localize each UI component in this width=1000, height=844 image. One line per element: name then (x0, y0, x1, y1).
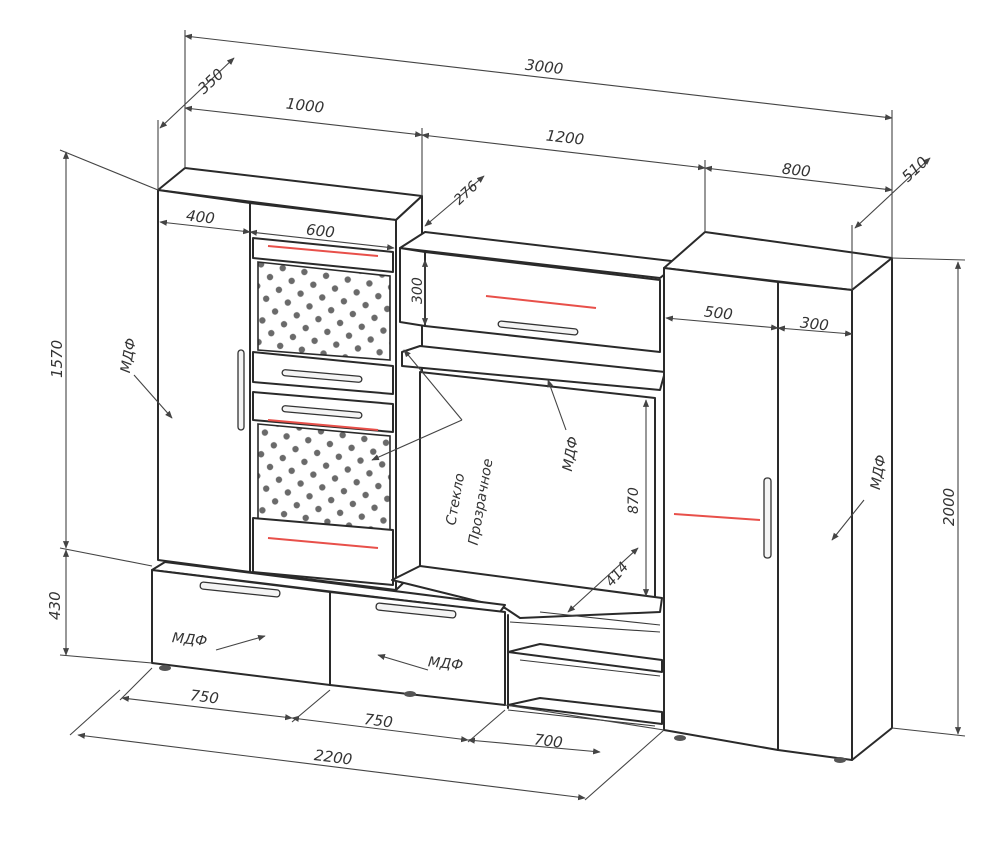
dim-500: 500 (703, 302, 734, 323)
mdf-label-niche: МДФ (560, 435, 582, 472)
right-door-handle (763, 477, 772, 559)
dimension-lines (59, 30, 966, 801)
open-shelf-1 (507, 643, 663, 673)
right-door-right (777, 281, 853, 761)
dim-300: 300 (799, 313, 830, 334)
dim-2000: 2000 (940, 488, 958, 526)
left-cabinet (157, 167, 423, 591)
top-module-side (399, 247, 426, 327)
dim-870: 870 (626, 487, 642, 514)
dim-350: 350 (194, 65, 227, 98)
right-cabinet-side (851, 257, 893, 761)
dim-400: 400 (185, 206, 216, 227)
base-drawers (151, 561, 506, 706)
mdf-label-left-door: МДФ (118, 337, 140, 374)
dim-1570: 1570 (48, 340, 66, 378)
dim-276: 276 (451, 178, 482, 208)
drawer-right-handle (375, 602, 457, 619)
mdf-label-drawer-right: МДФ (427, 654, 464, 674)
leader-lines (133, 349, 865, 671)
dim-700: 700 (533, 730, 564, 751)
dim-510: 510 (898, 153, 931, 186)
dim-1000: 1000 (285, 94, 325, 116)
dim-750-left: 750 (189, 686, 220, 707)
left-door (157, 189, 251, 573)
left-door-handle (237, 349, 245, 431)
drawer-left-handle (199, 581, 281, 598)
glass-pane-upper (257, 261, 391, 361)
middle-shelf (401, 345, 666, 391)
dim-3000: 3000 (524, 56, 564, 78)
glass-pane-lower (257, 423, 391, 531)
dim-800: 800 (781, 160, 812, 181)
mdf-label-right-door: МДФ (868, 454, 890, 491)
right-door-left (663, 267, 779, 751)
dim-600: 600 (305, 220, 336, 241)
open-shelf-2 (507, 697, 663, 725)
right-cabinet (663, 231, 893, 763)
dim-430: 430 (46, 591, 64, 620)
dim-2200: 2200 (313, 746, 353, 769)
dim-750-right: 750 (363, 710, 394, 731)
glass-bottom-panel (252, 517, 394, 586)
dim-1200: 1200 (545, 126, 585, 148)
dim-300-vertical: 300 (410, 277, 426, 304)
mdf-label-drawer-left: МДФ (171, 630, 208, 650)
